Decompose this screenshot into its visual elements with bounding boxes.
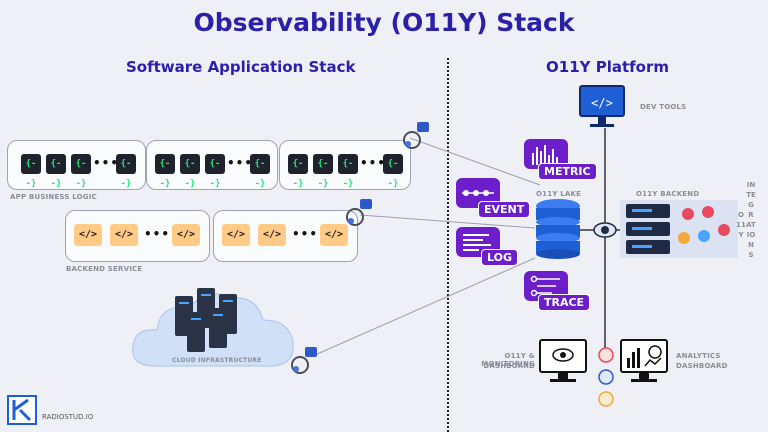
o11y-lake-database-icon (536, 199, 580, 259)
cloud-infrastructure-icon (132, 288, 294, 367)
metric-tag: METRIC (538, 163, 597, 180)
code-block-icon: {--} (180, 154, 200, 189)
radiostudio-logo-icon (7, 395, 37, 425)
cloud-infrastructure-label: CLOUD INFRASTRUCTURE (172, 357, 262, 364)
alert-icons (598, 347, 614, 407)
backend-group-2: </> </> ••• </> (213, 210, 358, 262)
app-business-logic-label: APP BUSINESS LOGIC (10, 193, 97, 201)
eye-icon (593, 222, 617, 238)
code-block-icon: {--} (250, 154, 270, 189)
o11y-backend-servers-icon (620, 200, 738, 258)
app-logic-group-1: {--} {--} {--} ••• {--} (7, 140, 146, 190)
monitoring-dashboard-monitor-icon (539, 339, 587, 382)
integrations-vertical-label: INTEGRATIONS (746, 181, 756, 259)
agent-robot-icon (346, 199, 372, 226)
code-tag-icon: </> (258, 224, 286, 246)
code-block-icon: {--} (71, 154, 91, 189)
backend-group-1: </> </> ••• </> (65, 210, 210, 262)
o11y-lake-label: O11Y LAKE (536, 190, 582, 198)
backend-service-label: BACKEND SERVICE (66, 265, 143, 273)
code-tag-icon: </> (320, 224, 348, 246)
analytics-dashboard-label-line2: DASHBOARD (676, 362, 728, 370)
logo-text: RADIOSTUD.IO (42, 413, 94, 421)
code-block-icon: {--} (205, 154, 225, 189)
code-tag-icon: </> (222, 224, 250, 246)
section-divider (447, 58, 449, 432)
o11y-vertical-label: O11Y (736, 211, 746, 239)
code-block-icon: {--} (288, 154, 308, 189)
agent-robot-icon (403, 122, 429, 149)
code-block-icon: {--} (383, 154, 403, 189)
event-tag: EVENT (478, 201, 531, 218)
code-tag-icon: </> (110, 224, 138, 246)
analytics-dashboard-monitor-icon (620, 339, 668, 382)
page-title: Observability (O11Y) Stack (193, 8, 575, 37)
monitoring-dashboard-label-line2: DASHBOARD (483, 362, 535, 370)
trace-tag: TRACE (538, 294, 591, 311)
ellipsis: ••• (227, 156, 254, 170)
svg-text:</>: </> (591, 96, 613, 110)
ellipsis: ••• (360, 156, 387, 170)
code-block-icon: {--} (116, 154, 136, 189)
app-logic-group-3: {--} {--} {--} ••• {--} (279, 140, 411, 190)
agent-robot-icon (291, 347, 317, 374)
o11y-backend-label: O11Y BACKEND (636, 190, 700, 198)
code-block-icon: {--} (313, 154, 333, 189)
app-logic-group-2: {--} {--} {--} ••• {--} (146, 140, 278, 190)
dev-tools-monitor-icon: </> (579, 85, 625, 127)
code-tag-icon: </> (172, 224, 200, 246)
ellipsis: ••• (144, 227, 171, 241)
left-heading: Software Application Stack (126, 58, 356, 76)
monitoring-dashboard-label-line1: O11Y & MONITORING (481, 352, 535, 368)
analytics-dashboard-label-line1: ANALYTICS (676, 352, 721, 360)
ellipsis: ••• (93, 156, 120, 170)
code-block-icon: {--} (46, 154, 66, 189)
log-tag: LOG (481, 249, 518, 266)
code-tag-icon: </> (74, 224, 102, 246)
code-block-icon: {--} (155, 154, 175, 189)
ellipsis: ••• (292, 227, 319, 241)
code-block-icon: {--} (21, 154, 41, 189)
right-heading: O11Y Platform (546, 58, 669, 76)
code-block-icon: {--} (338, 154, 358, 189)
dev-tools-label: DEV TOOLS (640, 103, 687, 111)
